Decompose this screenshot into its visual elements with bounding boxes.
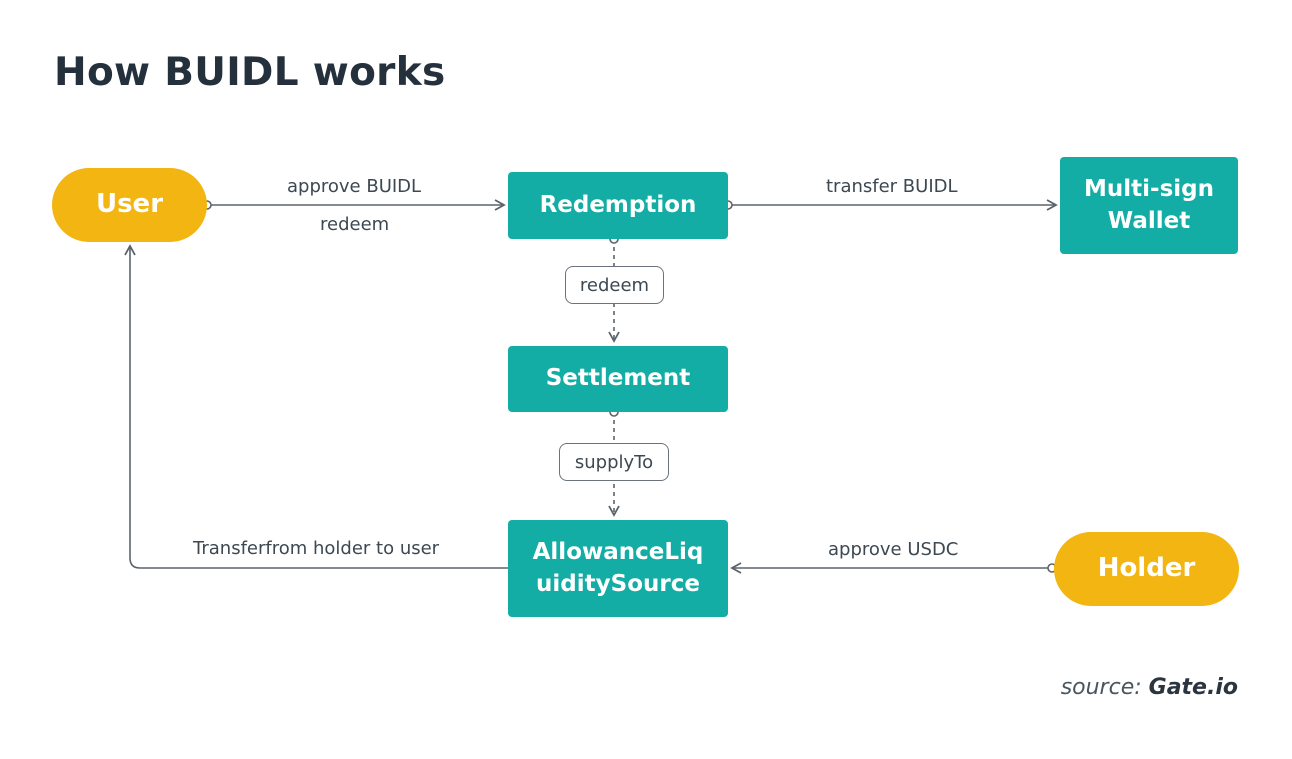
edge-label-approve-usdc: approve USDC [828,539,959,560]
source-prefix: source: [1060,675,1142,700]
node-multisig-label-line1: Multi-sign [1084,176,1214,203]
node-allowance-label-line1: AllowanceLiq [532,539,704,566]
node-redemption: Redemption [508,172,728,239]
node-settlement-label: Settlement [545,365,691,392]
node-multisig-label-line2: Wallet [1107,207,1191,234]
node-settlement: Settlement [508,346,728,412]
edge-label-approve-buidl: approve BUIDL [287,176,422,197]
node-redemption-label: Redemption [539,191,697,218]
node-multisig-wallet: Multi-sign Wallet [1060,157,1238,254]
source-name: Gate.io [1148,675,1238,700]
edge-label-supply-to: supplyTo [559,443,669,481]
node-allowance-liquidity-source: AllowanceLiq uiditySource [508,520,728,617]
page-title: How BUIDL works [54,50,446,95]
edge-label-transfer-buidl: transfer BUIDL [826,176,958,197]
edge-label-transferfrom: Transferfrom holder to user [193,538,440,559]
node-user: User [52,168,207,242]
node-allowance-label-line2: uiditySource [536,570,700,597]
edge-label-redeem-mid: redeem [565,266,664,304]
node-user-label: User [95,189,164,220]
node-holder: Holder [1054,532,1239,606]
edge-label-redeem-top: redeem [320,214,390,235]
edge-allowance-user [124,244,508,569]
source-credit: source: Gate.io [1061,675,1238,700]
node-holder-label: Holder [1097,553,1196,584]
